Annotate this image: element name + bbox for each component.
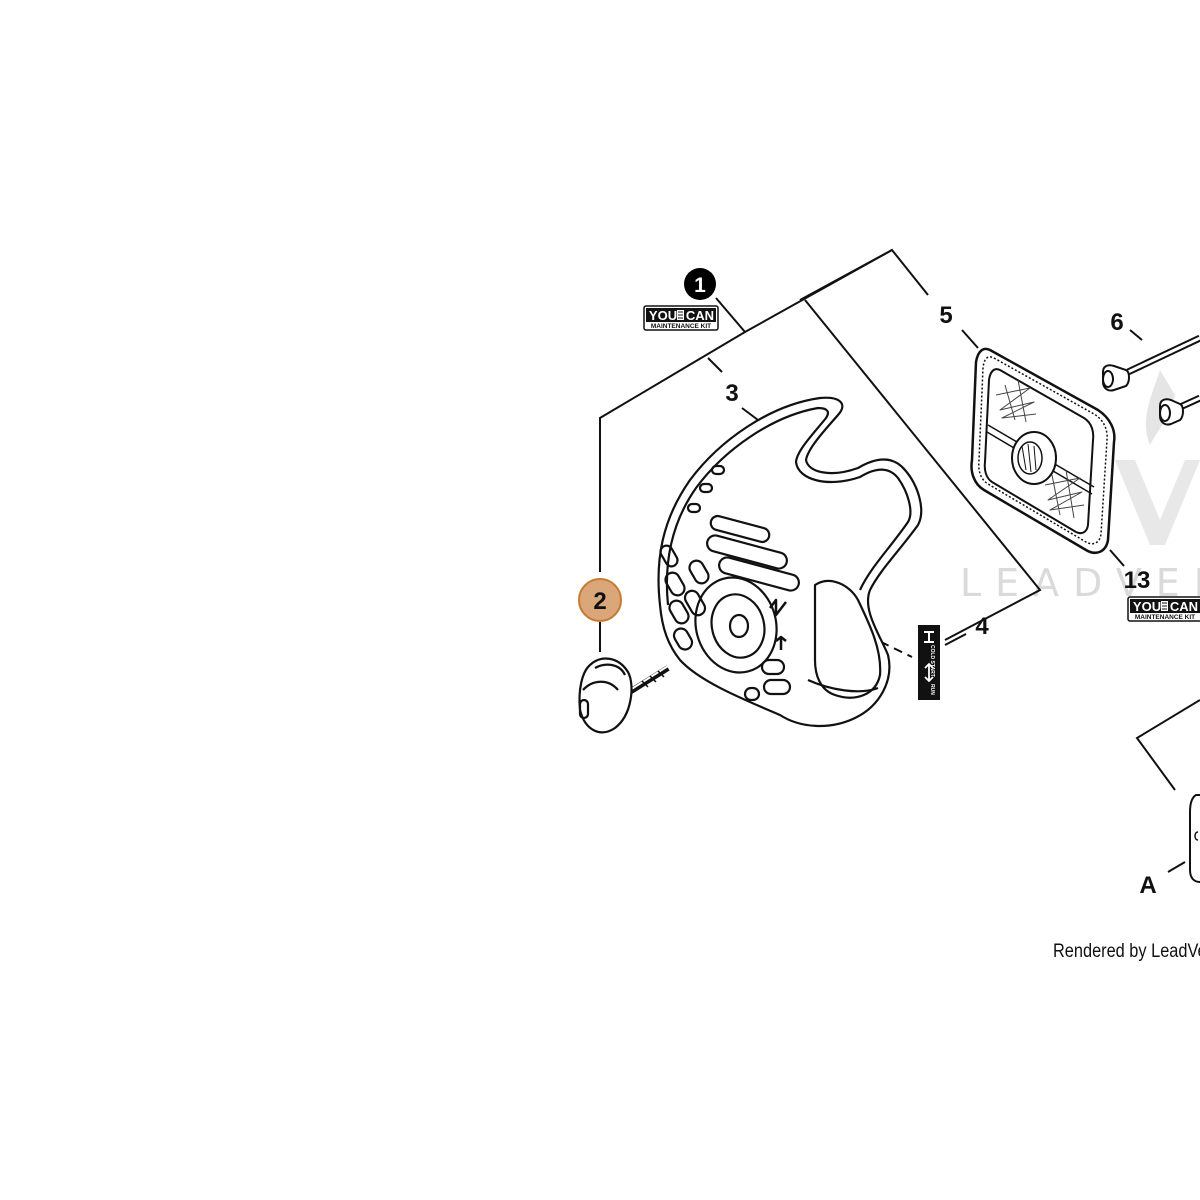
callout-1-label: 1 — [694, 274, 706, 297]
decal-run: RUN — [929, 684, 935, 695]
callout-2[interactable]: 2 — [578, 578, 622, 622]
partial-part-a-detail — [1194, 831, 1199, 841]
air-filter — [970, 347, 1116, 554]
maintenance-kit-badge-13: YOU CAN MAINTENANCE KIT — [1127, 596, 1200, 622]
leader-lines — [599, 248, 1200, 873]
callout-2-label: 2 — [593, 588, 606, 615]
choke-decal: COLD START RUN — [918, 625, 940, 700]
callout-6[interactable]: 6 — [1110, 309, 1123, 336]
callout-a[interactable]: A — [1139, 872, 1156, 899]
callout-1[interactable]: 1 — [684, 268, 716, 300]
air-filter-cover — [657, 396, 923, 727]
callout-4[interactable]: 4 — [975, 613, 989, 640]
kit-badge-you: YOU — [649, 308, 677, 323]
kit-badge-13-can: CAN — [1170, 599, 1198, 614]
callout-13[interactable]: 13 — [1124, 567, 1151, 594]
kit-badge-can: CAN — [686, 308, 714, 323]
callout-5[interactable]: 5 — [939, 302, 952, 329]
kit-badge-13-maintenance: MAINTENANCE KIT — [1135, 614, 1195, 621]
screws — [1102, 334, 1200, 426]
decal-cold-start: COLD START — [929, 645, 935, 677]
kit-badge-maintenance: MAINTENANCE KIT — [651, 323, 711, 330]
callout-3[interactable]: 3 — [725, 380, 738, 407]
render-credit: Rendered by LeadVenture — [1053, 941, 1200, 962]
knob-screw — [578, 657, 670, 734]
kit-badge-13-you: YOU — [1133, 599, 1161, 614]
decal-dashed-line — [839, 621, 913, 658]
maintenance-kit-badge: YOU CAN MAINTENANCE KIT — [643, 305, 719, 331]
